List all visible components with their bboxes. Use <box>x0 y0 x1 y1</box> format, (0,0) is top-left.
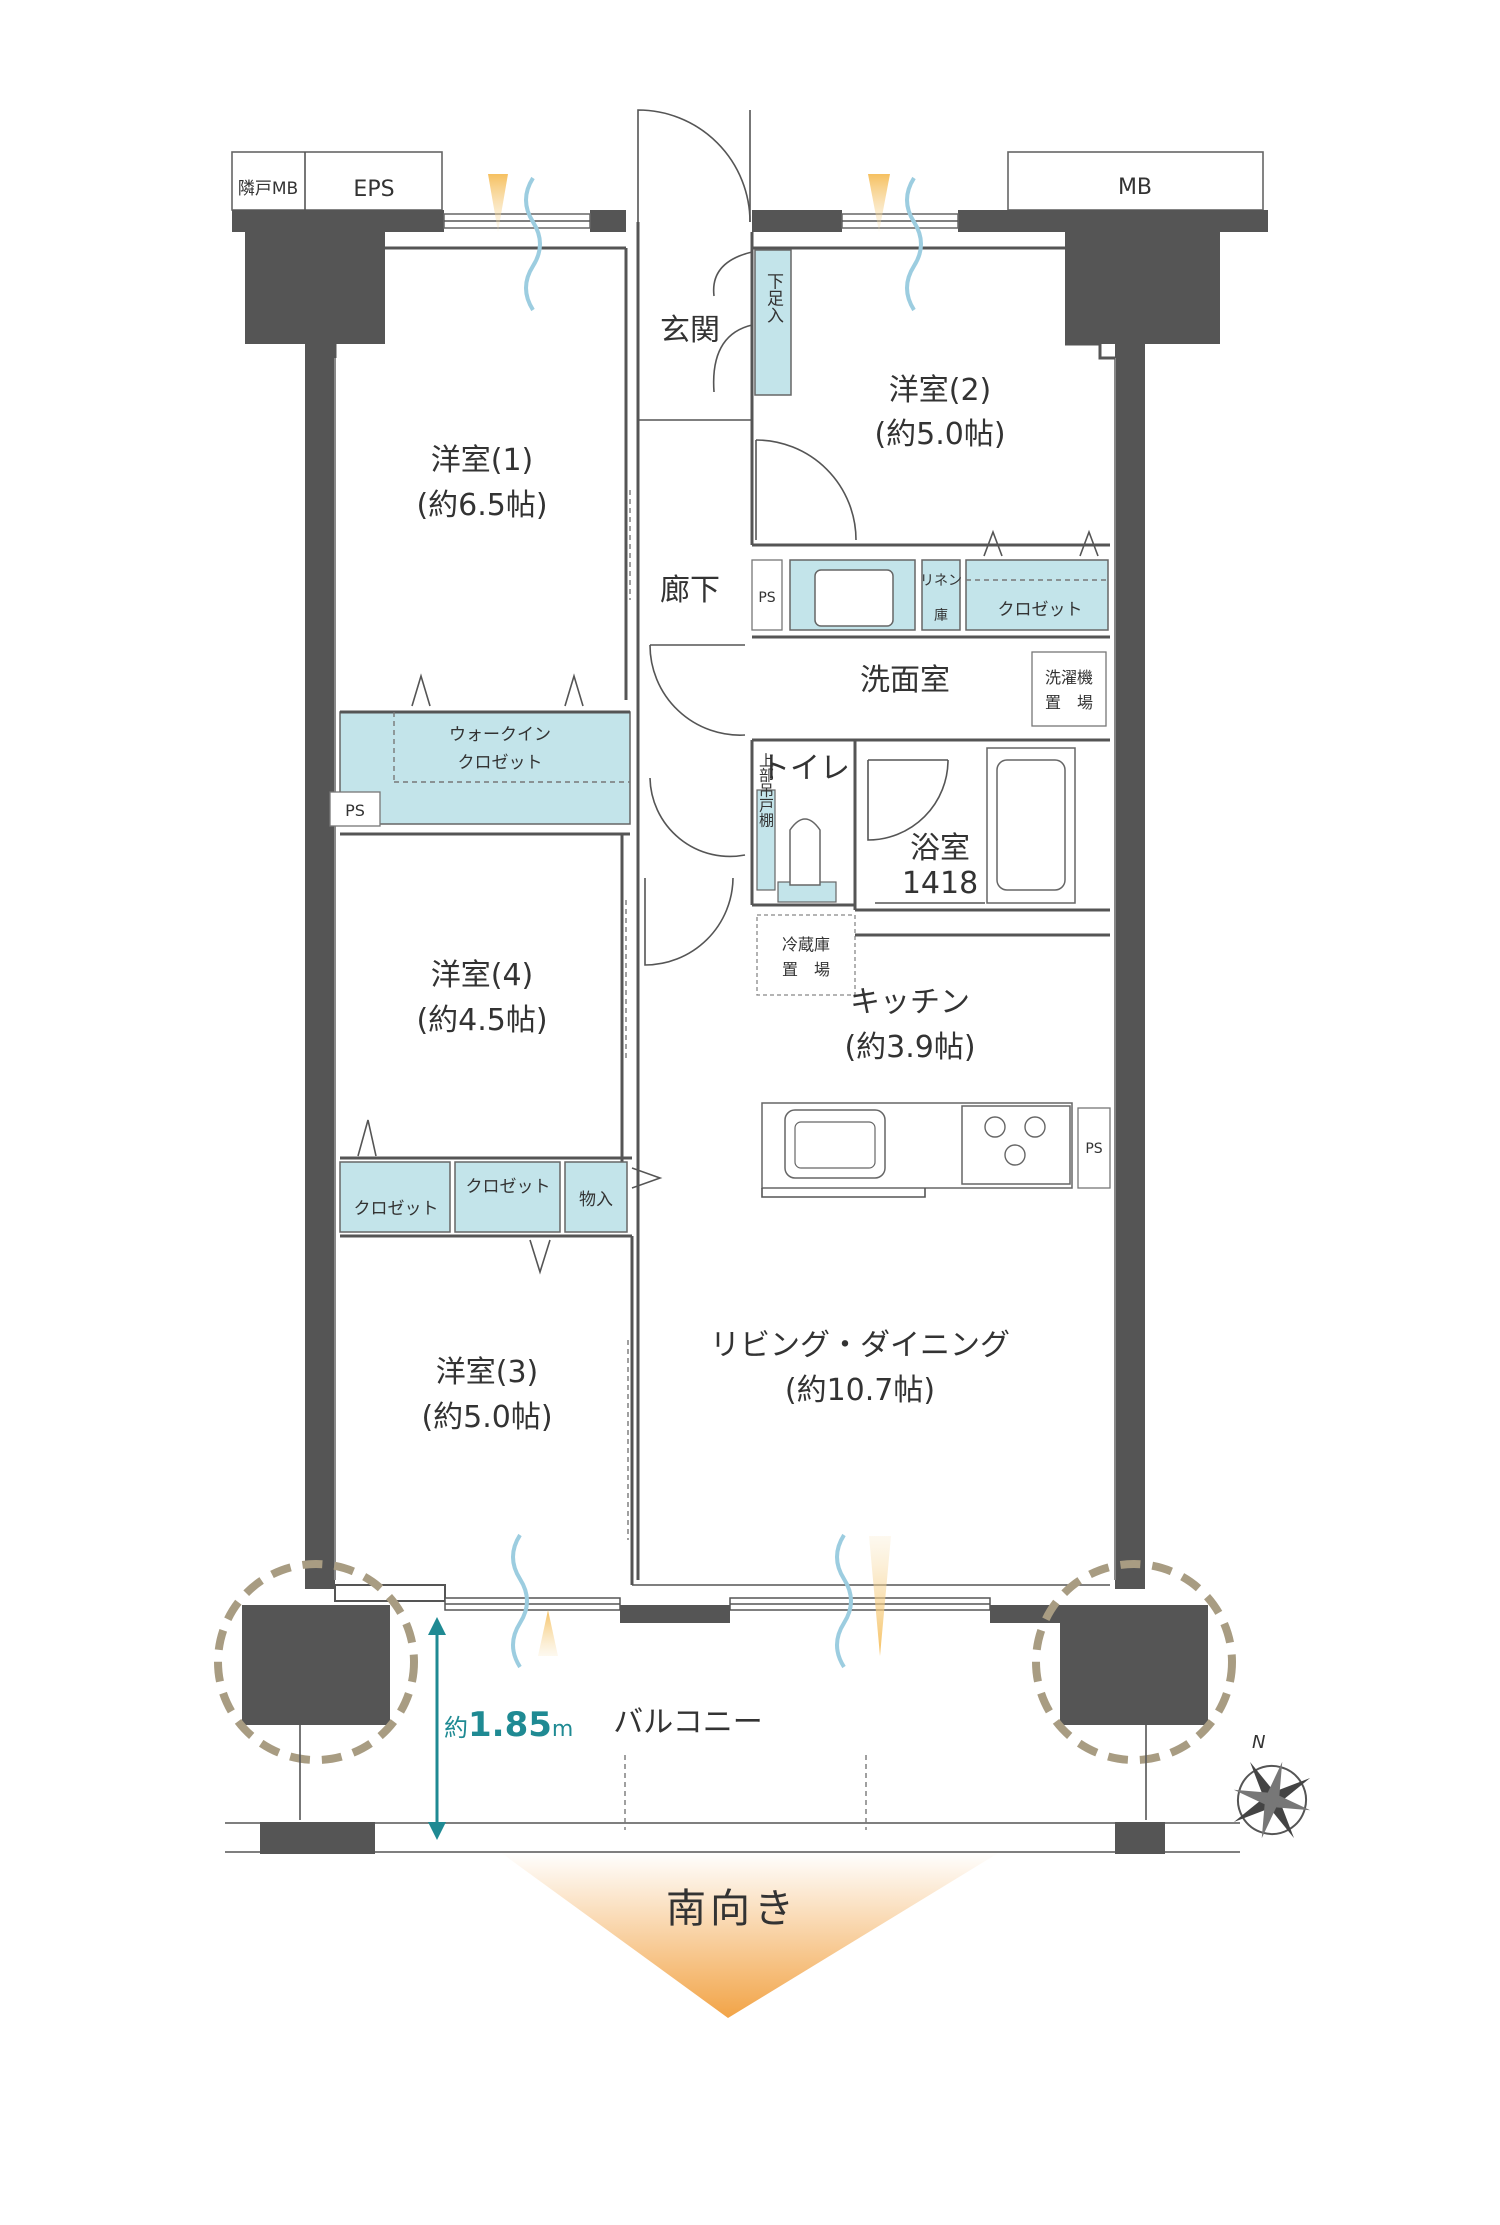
room-western3-name: 洋室(3) <box>436 1355 539 1390</box>
room-ldk-size: (約10.7帖) <box>785 1373 935 1408</box>
closet-center <box>454 1161 561 1233</box>
linen-label-1: リネン <box>920 573 962 589</box>
room-western2-size: (約5.0帖) <box>874 417 1005 452</box>
fridge-label-1: 冷蔵庫 <box>782 935 830 954</box>
shoe-box-label: 下足入 <box>763 273 784 324</box>
room-western4-size: (約4.5帖) <box>416 1003 547 1038</box>
room-entrance-label: 玄関 <box>660 313 720 348</box>
hall-ps-label: PS <box>758 590 775 606</box>
room-ldk-name: リビング・ダイニング <box>710 1328 1010 1363</box>
room-kitchen-name: キッチン <box>850 985 970 1020</box>
airflow-marks <box>488 174 923 1669</box>
column-sw <box>242 1605 390 1725</box>
kitchen-ps-label: PS <box>1085 1141 1102 1157</box>
eps-label: EPS <box>353 177 394 202</box>
compass-north-label: N <box>1252 1732 1265 1753</box>
column-nw <box>245 232 385 344</box>
column-se <box>1060 1605 1208 1725</box>
mb-label: MB <box>1118 175 1152 200</box>
room-washroom-label: 洗面室 <box>860 663 950 698</box>
room-toilet-label: トイレ <box>760 751 850 786</box>
walkin-closet <box>339 711 631 825</box>
room-hallway-label: 廊下 <box>660 573 720 608</box>
closet-room2 <box>965 559 1109 631</box>
column-se-ring <box>1032 1560 1236 1764</box>
shoe-box <box>754 249 792 396</box>
washer-label-2: 置 場 <box>1045 693 1093 712</box>
monoire-label: 物入 <box>579 1190 613 1210</box>
fridge-label-2: 置 場 <box>782 960 830 979</box>
closet-center-label: クロゼット <box>466 1177 551 1197</box>
room-balcony-label: バルコニー <box>613 1705 762 1740</box>
south-sun-triangle <box>500 1852 1000 2018</box>
orientation-label: 南向き <box>666 1886 798 1932</box>
monoire <box>564 1161 628 1233</box>
room-bath-size: 1418 <box>902 866 978 901</box>
closet-west-label: クロゼット <box>354 1199 439 1219</box>
balcony-depth: 約1.85m <box>444 1705 573 1745</box>
linen-closet <box>921 559 961 631</box>
room-western2-name: 洋室(2) <box>889 373 992 408</box>
walkin-label-1: ウォークイン <box>449 725 551 745</box>
closet-room2-label: クロゼット <box>998 600 1083 620</box>
walkin-ps-label: PS <box>345 801 365 820</box>
washer-label-1: 洗濯機 <box>1045 668 1093 687</box>
room-western3-size: (約5.0帖) <box>421 1400 552 1435</box>
column-ne <box>1065 232 1220 344</box>
walkin-label-2: クロゼット <box>458 753 543 773</box>
room-western4-name: 洋室(4) <box>431 958 534 993</box>
room-western1-name: 洋室(1) <box>431 443 534 478</box>
neighbor-mb-label: 隣戸MB <box>238 179 298 199</box>
linen-label-2: 庫 <box>934 607 948 624</box>
room-bath-name: 浴室 <box>910 831 970 866</box>
room-western1-size: (約6.5帖) <box>416 488 547 523</box>
closet-west <box>339 1161 451 1233</box>
compass-icon <box>1233 1761 1311 1839</box>
column-sw-ring <box>214 1560 418 1764</box>
room-kitchen-size: (約3.9帖) <box>844 1030 975 1065</box>
upper-shelf-label: 上部吊戸棚 <box>757 753 775 828</box>
